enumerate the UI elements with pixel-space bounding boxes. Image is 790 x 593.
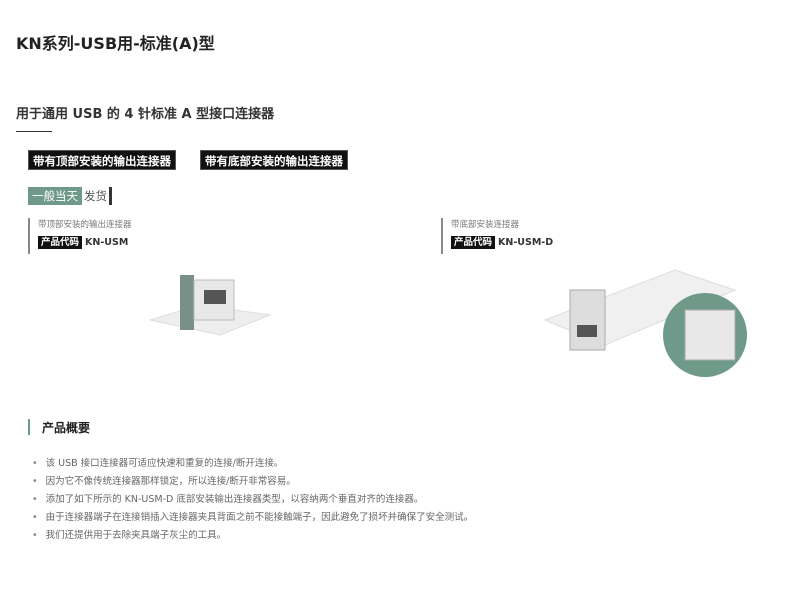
tag-top-mount[interactable]: 带有顶部安装的输出连接器 <box>28 150 176 170</box>
shipping-rest: 发货 <box>82 187 112 205</box>
list-item: 由于连接器端子在连接销插入连接器夹具背面之前不能接触端子，因此避免了损坏并确保了… <box>32 509 474 527</box>
product-caption: 带顶部安装的输出连接器 <box>38 220 132 230</box>
code-label: 产品代码 <box>451 236 496 249</box>
list-item: 因为它不像传统连接器那样锁定，所以连接/断开非常容易。 <box>32 473 473 491</box>
list-item: 我们还提供用于去除夹具端子灰尘的工具。 <box>32 527 473 545</box>
product-code: KN-USM <box>85 237 129 248</box>
product-code: KN-USM-D <box>498 237 554 248</box>
list-item: 该 USB 接口连接器可适应快速和重复的连接/断开连接。 <box>32 455 473 473</box>
product-image-kn-usm <box>149 275 272 336</box>
overview-list: 该 USB 接口连接器可适应快速和重复的连接/断开连接。 因为它不像传统连接器那… <box>32 455 474 545</box>
shipping-badge: 一般当天 发货 <box>28 187 112 205</box>
product-caption: 带底部安装连接器 <box>451 220 520 230</box>
page-title: KN系列-USB用-标准(A)型 <box>16 34 215 53</box>
product-image-kn-usm-d <box>543 269 747 377</box>
overview-heading: 产品概要 <box>28 419 90 435</box>
code-label: 产品代码 <box>38 236 83 249</box>
tag-bottom-mount[interactable]: 带有底部安装的输出连接器 <box>200 150 348 170</box>
section-subtitle: 用于通用 USB 的 4 针标准 A 型接口连接器 <box>16 107 275 122</box>
list-item: 添加了如下所示的 KN-USM-D 底部安装输出连接器类型，以容纳两个垂直对齐的… <box>32 491 473 509</box>
shipping-highlight: 一般当天 <box>28 187 82 205</box>
divider <box>16 131 52 132</box>
